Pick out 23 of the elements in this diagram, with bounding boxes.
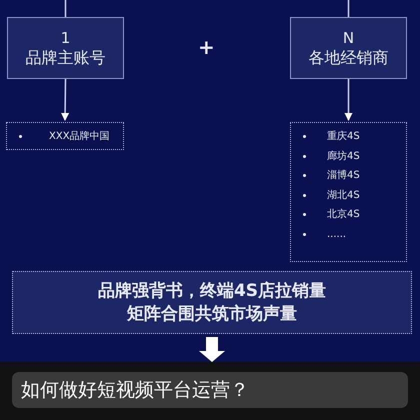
box-title: 品牌主账号 [24,48,106,68]
list-item: 淄博4S [327,168,360,183]
list-item: 湖北4S [327,188,360,202]
count-label: 1 [60,28,72,48]
list-box [290,122,407,262]
plus-sign: + [198,36,215,58]
arrow [344,79,352,121]
list-item: XXX品牌中国 [49,130,110,144]
count-label: N [342,28,356,48]
summary-box [12,271,412,334]
list-box [6,122,124,150]
summary-text: 矩阵合围共筑市场声量 [126,303,298,326]
list-item: ...... [327,228,346,242]
arrow [199,337,225,362]
box-title: 各地经销商 [308,48,390,68]
list-item: 重庆4S [327,130,360,144]
arrow [61,78,70,121]
summary-text: 品牌强背书，终端4S店拉销量 [96,280,328,303]
account-box [7,17,124,79]
caption-text: 如何做好短视频平台运营？ [12,372,408,408]
list-item: 北京4S [327,208,360,222]
list-item: 廊坊4S [327,150,360,164]
account-box [290,17,407,79]
